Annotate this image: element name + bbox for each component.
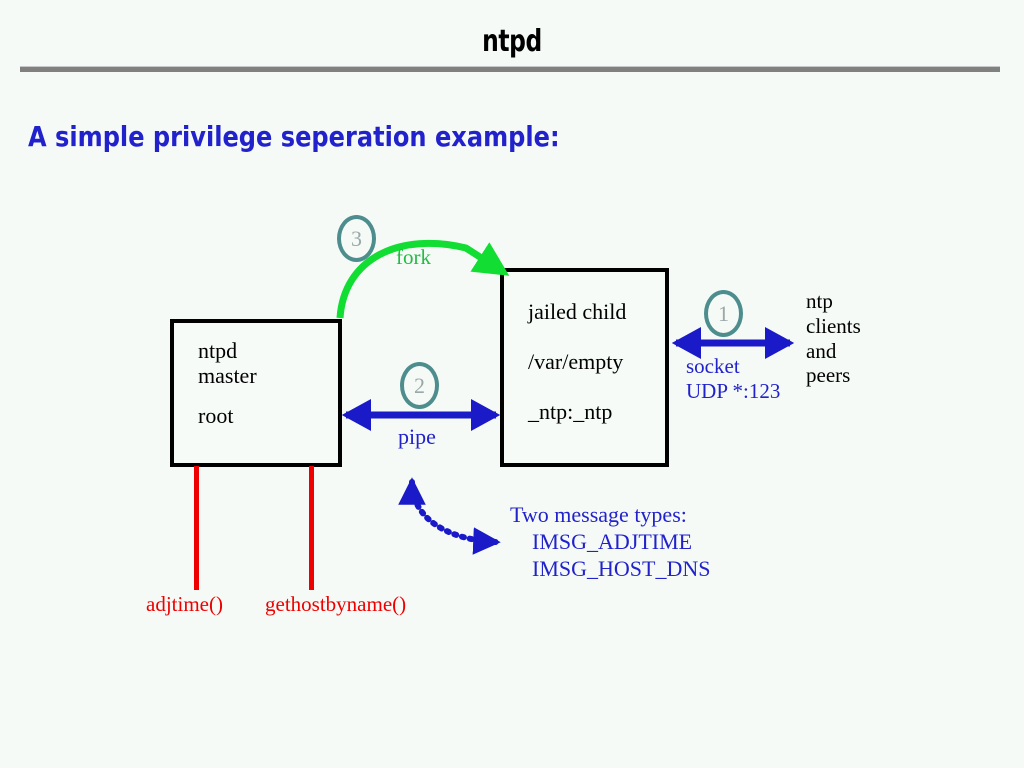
socket-label-line2: UDP *:123 xyxy=(686,378,781,403)
process-box-jailed-child: jailed child /var/empty _ntp:_ntp xyxy=(500,268,669,467)
external-line-1: ntp xyxy=(806,289,833,313)
syscall-label-adjtime: adjtime() xyxy=(146,592,223,616)
process-box-jailed-child-text: jailed child /var/empty _ntp:_ntp xyxy=(528,300,626,423)
fork-label: fork xyxy=(396,245,431,269)
step-marker-2: 2 xyxy=(400,362,439,409)
external-line-4: peers xyxy=(806,363,851,388)
child-line-name: jailed child xyxy=(528,299,627,324)
step-marker-1: 1 xyxy=(704,290,743,337)
slide-subtitle: A simple privilege seperation example: xyxy=(28,120,560,153)
title-divider xyxy=(20,66,1000,72)
master-line-program: ntpd xyxy=(198,338,238,363)
child-line-user: _ntp:_ntp xyxy=(528,398,613,424)
process-box-ntpd-master-text: ntpd master root xyxy=(198,338,257,429)
external-peers-label: ntp clients and peers xyxy=(806,289,861,388)
socket-label: socket UDP *:123 xyxy=(686,354,780,404)
socket-label-line1: socket xyxy=(686,354,740,378)
external-line-3: and xyxy=(806,338,837,363)
syscall-line-adjtime xyxy=(194,466,199,590)
page-title: ntpd xyxy=(482,24,542,59)
message-type-imsg-adjtime: IMSG_ADJTIME xyxy=(532,528,693,554)
message-types-block: Two message types: IMSG_ADJTIME IMSG_HOS… xyxy=(510,502,710,582)
master-line-role: master xyxy=(198,362,257,388)
external-line-2: clients xyxy=(806,313,861,338)
message-type-imsg-host-dns: IMSG_HOST_DNS xyxy=(532,555,711,581)
message-types-heading: Two message types: xyxy=(510,502,687,527)
process-box-ntpd-master: ntpd master root xyxy=(170,319,342,467)
child-line-chroot: /var/empty xyxy=(528,348,624,374)
message-types-pointer-arrow xyxy=(398,477,501,555)
pipe-label: pipe xyxy=(398,424,436,449)
syscall-line-gethostbyname xyxy=(309,466,314,590)
step-marker-3: 3 xyxy=(337,215,376,262)
master-line-user: root xyxy=(198,403,234,429)
syscall-label-gethostbyname: gethostbyname() xyxy=(265,592,407,616)
